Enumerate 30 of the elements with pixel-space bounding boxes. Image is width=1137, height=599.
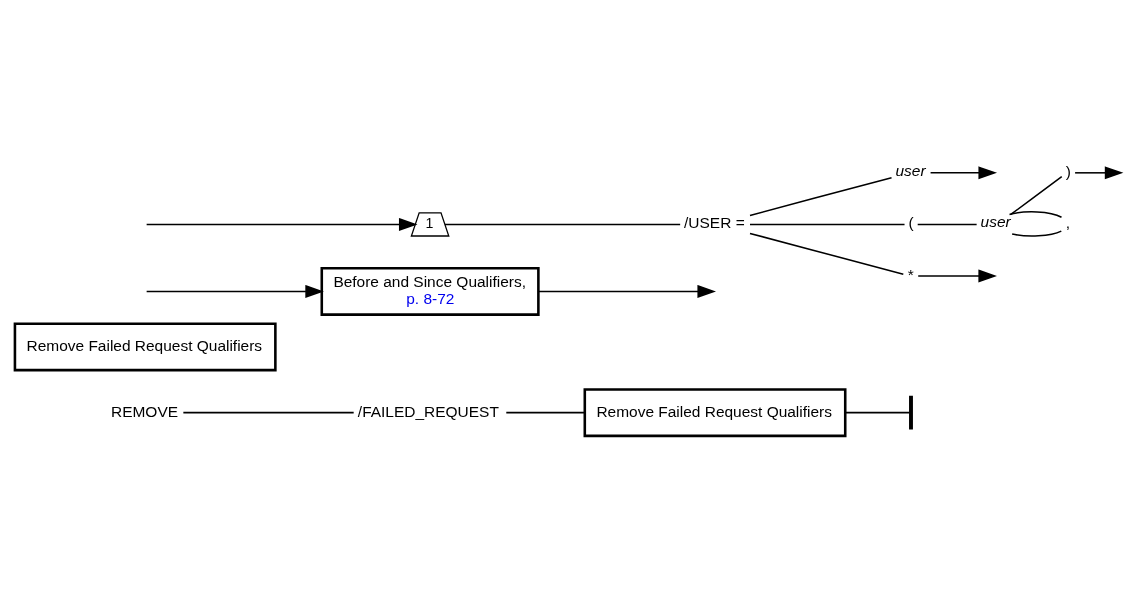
arrow [917,269,997,283]
node-text: * [907,265,914,283]
node-text: user [980,213,1011,231]
connector [182,411,355,414]
arrow [145,284,324,298]
node-box: Remove Failed Request Qualifiers [583,388,847,438]
node-text: REMOVE [110,402,179,420]
connector [1011,230,1063,237]
arrow [537,284,716,298]
node-bar [909,395,913,430]
connector [1010,175,1063,216]
node-text: ) [1065,162,1071,180]
node-text: /FAILED_REQUEST [357,402,499,420]
connector [444,223,681,226]
node-box: Before and Since Qualifiers, p. 8-72 [320,266,540,316]
connector [749,232,905,276]
arrow [929,166,998,180]
node-text: ( [908,214,914,232]
node-box: Remove Failed Request Qualifiers [13,322,277,372]
connector [749,223,906,226]
connector [1008,211,1063,218]
arrow [145,217,418,231]
connector [749,176,893,217]
connector [505,411,586,414]
arrow [1074,166,1124,180]
connector [916,223,978,226]
node-text: , [1065,214,1071,232]
connector [844,411,911,414]
node-text: user [895,161,926,179]
node-text: /USER = [684,214,745,232]
